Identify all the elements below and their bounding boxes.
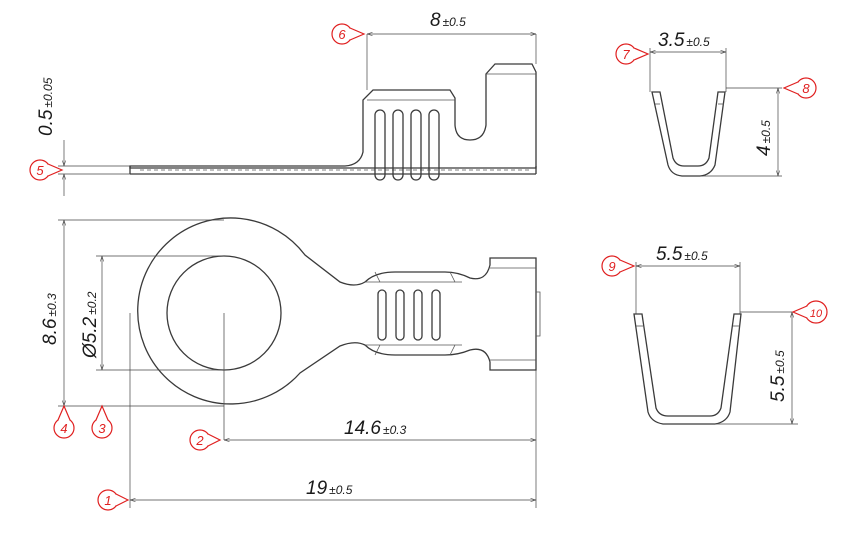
dim-1-tol: ±0.5 <box>329 483 353 497</box>
svg-text:Ø5.2±0.2: Ø5.2±0.2 <box>80 291 101 359</box>
dim-5-value: 0.5 <box>36 109 57 136</box>
top-view <box>137 217 541 440</box>
marker-10-label: 10 <box>810 308 823 320</box>
dim-7-tol: ±0.5 <box>686 35 710 49</box>
dim-1-value: 19 <box>306 478 328 499</box>
dimension-1: 19±0.5 <box>129 313 537 508</box>
dim-2-value: 14.6 <box>344 418 381 439</box>
dim-7-value: 3.5 <box>658 30 685 51</box>
marker-8-label: 8 <box>802 81 810 96</box>
side-view <box>129 63 537 181</box>
marker-9-label: 9 <box>608 259 615 274</box>
svg-text:3.5±0.5: 3.5±0.5 <box>658 30 710 51</box>
dim-4-value: 8.6 <box>40 318 61 345</box>
marker-5: 5 <box>29 159 64 181</box>
svg-text:8±0.5: 8±0.5 <box>430 10 466 31</box>
marker-7: 7 <box>615 43 650 65</box>
dim-10-tol: ±0.5 <box>773 350 787 374</box>
dimension-10: 5.5±0.5 <box>715 311 798 425</box>
marker-6: 6 <box>331 23 366 45</box>
marker-6-label: 6 <box>338 27 346 42</box>
dimension-5: 0.5 ±0.05 <box>36 77 130 196</box>
marker-1: 1 <box>97 489 130 511</box>
dimension-8: 4±0.5 <box>700 87 782 177</box>
svg-text:4±0.5: 4±0.5 <box>754 120 775 156</box>
marker-5-label: 5 <box>36 163 44 178</box>
marker-10: 10 <box>791 300 828 324</box>
dim-6-tol: ±0.5 <box>443 15 467 29</box>
marker-8: 8 <box>782 77 817 99</box>
marker-4-label: 4 <box>60 421 67 436</box>
dim-4-tol: ±0.3 <box>45 293 59 317</box>
marker-2: 2 <box>189 429 222 451</box>
svg-text:0.5±0.05: 0.5 ±0.05 <box>36 77 57 136</box>
dimension-2: 14.6±0.3 <box>224 370 537 446</box>
dimension-3: Ø5.2±0.2 <box>80 255 224 371</box>
dim-3-value: Ø5.2 <box>80 316 101 359</box>
dimension-9: 5.5±0.5 <box>635 244 741 314</box>
dim-10-value: 5.5 <box>768 375 789 402</box>
marker-3: 3 <box>91 404 113 439</box>
marker-7-label: 7 <box>622 47 630 62</box>
dim-5-tol: ±0.05 <box>41 77 55 107</box>
dimension-7: 3.5±0.5 <box>649 30 727 92</box>
svg-text:5.5±0.5: 5.5±0.5 <box>656 244 708 265</box>
dimension-4: 8.6±0.3 <box>40 219 224 407</box>
dimension-6: 8±0.5 <box>366 10 537 90</box>
dim-6-value: 8 <box>430 10 441 31</box>
cross-section-large <box>633 313 742 425</box>
marker-1-label: 1 <box>104 493 111 508</box>
svg-text:8.6±0.3: 8.6±0.3 <box>40 293 61 345</box>
dim-2-tol: ±0.3 <box>383 423 407 437</box>
cross-section-small <box>651 91 726 177</box>
svg-text:19±0.5: 19±0.5 <box>306 478 353 499</box>
svg-text:5.5±0.5: 5.5±0.5 <box>768 350 789 402</box>
marker-9: 9 <box>601 255 636 277</box>
dim-8-tol: ±0.5 <box>759 120 773 144</box>
dim-9-value: 5.5 <box>656 244 683 265</box>
dim-9-tol: ±0.5 <box>684 249 708 263</box>
svg-text:14.6±0.3: 14.6±0.3 <box>344 418 407 439</box>
dim-3-tol: ±0.2 <box>85 291 99 315</box>
dim-8-value: 4 <box>754 145 775 156</box>
marker-2-label: 2 <box>195 433 204 448</box>
marker-3-label: 3 <box>98 421 106 436</box>
marker-4: 4 <box>53 404 75 439</box>
